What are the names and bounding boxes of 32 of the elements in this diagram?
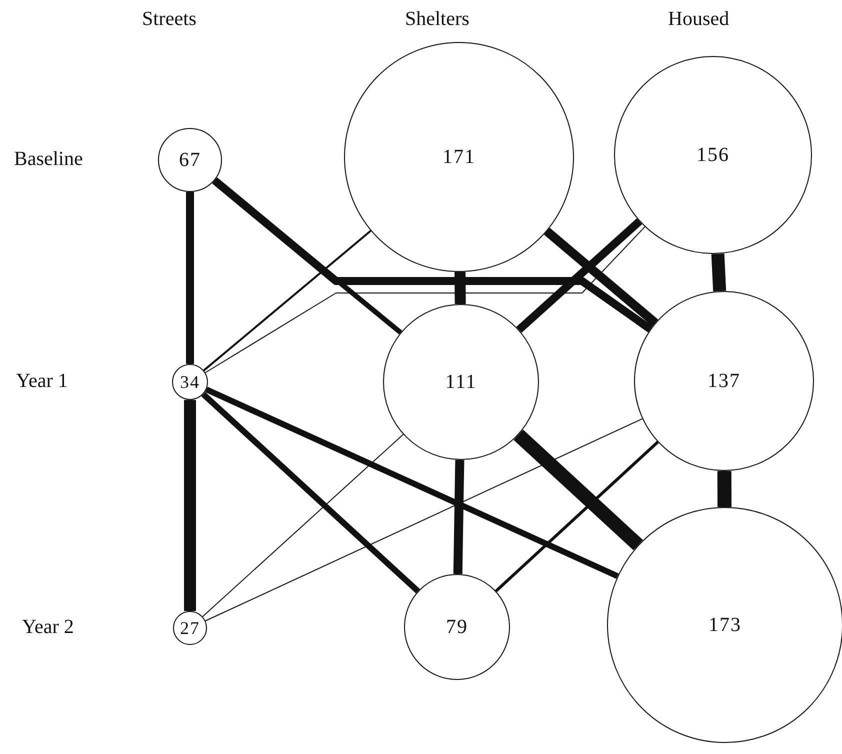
- connector-line: [453, 460, 464, 574]
- connector-line: [204, 226, 646, 374]
- count-number: 156: [696, 145, 730, 165]
- connector-line: [201, 392, 420, 594]
- connector-line: [454, 272, 466, 304]
- connector-line: [205, 386, 619, 579]
- count-number: 34: [180, 373, 200, 391]
- connector-line: [516, 218, 642, 333]
- count-number: 79: [446, 617, 468, 637]
- column-heading: Shelters: [405, 8, 470, 31]
- count-number: 137: [708, 371, 740, 391]
- count-number: 111: [445, 372, 477, 392]
- connector-line: [711, 254, 726, 292]
- count-circle: [172, 364, 208, 400]
- row-heading: Year 1: [16, 370, 68, 393]
- column-heading: Streets: [142, 8, 196, 31]
- connector-line: [184, 400, 196, 611]
- connector-line: [203, 230, 372, 372]
- row-heading: Year 2: [22, 616, 74, 639]
- count-number: 173: [708, 615, 742, 635]
- row-heading: Baseline: [14, 148, 83, 171]
- count-circle: [173, 611, 207, 645]
- count-number: 67: [179, 150, 201, 170]
- count-number: 171: [442, 147, 476, 167]
- connector-line: [186, 192, 194, 364]
- column-heading: Housed: [668, 8, 730, 31]
- connector-line: [204, 418, 643, 622]
- connector-line: [202, 434, 404, 618]
- connector-line: [717, 470, 732, 508]
- count-number: 27: [180, 619, 200, 637]
- connector-line: [212, 177, 653, 332]
- connector-line: [494, 440, 659, 592]
